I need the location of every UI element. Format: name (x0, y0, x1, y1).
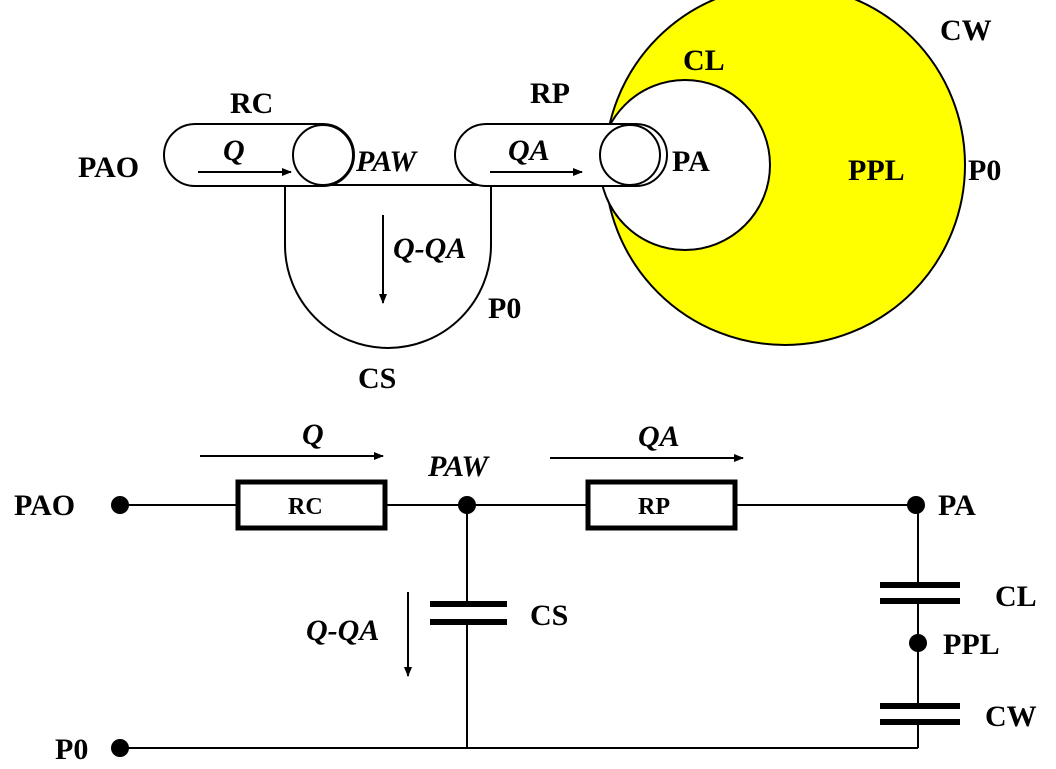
node-pa (907, 496, 925, 514)
label-ppl: PPL (848, 154, 905, 187)
label-cs: CS (358, 362, 396, 395)
circuit-label-p0: P0 (55, 733, 88, 766)
label-flow-shunt: Q-QA (393, 232, 466, 265)
circuit-label-flow-q: Q (302, 418, 324, 451)
label-pa: PA (672, 145, 710, 178)
circuit-label-flow-shunt: Q-QA (306, 614, 379, 647)
resistor-rp (585, 479, 738, 531)
label-flow-qa: QA (508, 134, 550, 167)
circuit-label-pa: PA (938, 489, 976, 522)
circuit-label-cw: CW (985, 700, 1037, 733)
circuit-label-rp: RP (638, 494, 670, 520)
central-airway-end (292, 124, 354, 186)
circuit-analogue: PAO PAW PA PPL P0 RC RP CS CL CW Q QA Q-… (14, 418, 1037, 766)
label-p0-center: P0 (488, 292, 521, 325)
circuit-label-pao: PAO (14, 489, 75, 522)
label-paw: PAW (355, 145, 418, 178)
label-cw: CW (940, 14, 992, 47)
peripheral-airway-end (599, 124, 661, 186)
resistor-rc (235, 479, 388, 531)
label-rc: RC (230, 87, 273, 120)
label-p0-right: P0 (968, 154, 1001, 187)
node-pao (111, 496, 129, 514)
node-ppl (909, 634, 927, 652)
circuit-label-flow-qa: QA (638, 420, 680, 453)
node-p0 (111, 739, 129, 757)
anatomical-schematic: RC RP PAO PAW PA PPL CL CW P0 P0 CS Q QA… (78, 0, 1001, 395)
circuit-label-paw: PAW (427, 450, 490, 483)
circuit-label-cs: CS (530, 599, 568, 632)
node-paw (458, 496, 476, 514)
label-pao: PAO (78, 151, 139, 184)
circuit-label-ppl: PPL (943, 628, 1000, 661)
label-flow-q: Q (223, 134, 245, 167)
circuit-label-cl: CL (995, 580, 1037, 613)
label-rp: RP (530, 77, 570, 110)
airway-compartment (284, 184, 492, 349)
circuit-label-rc: RC (288, 494, 323, 520)
label-cl: CL (683, 44, 725, 77)
